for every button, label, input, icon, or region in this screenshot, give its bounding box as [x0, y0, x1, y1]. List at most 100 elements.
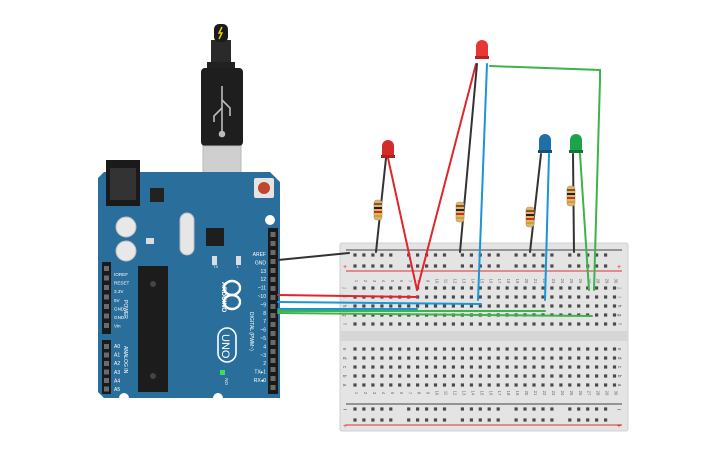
- breadboard-hole[interactable]: [595, 313, 599, 317]
- breadboard-hole[interactable]: [487, 374, 491, 378]
- breadboard-hole[interactable]: [451, 304, 455, 308]
- breadboard-hole[interactable]: [451, 295, 455, 299]
- breadboard-hole[interactable]: [362, 374, 366, 378]
- breadboard-hole[interactable]: [433, 356, 438, 360]
- breadboard-hole[interactable]: [451, 347, 455, 351]
- header-hole[interactable]: [270, 268, 276, 273]
- breadboard-hole[interactable]: [568, 264, 572, 268]
- breadboard-hole[interactable]: [496, 295, 500, 299]
- header-hole[interactable]: [270, 277, 276, 282]
- breadboard-hole[interactable]: [586, 383, 590, 387]
- breadboard-hole[interactable]: [478, 322, 482, 326]
- breadboard-hole[interactable]: [362, 365, 366, 369]
- breadboard-hole[interactable]: [389, 347, 393, 351]
- breadboard-hole[interactable]: [496, 286, 500, 290]
- header-hole[interactable]: [104, 378, 109, 383]
- breadboard-hole[interactable]: [586, 304, 590, 308]
- breadboard-hole[interactable]: [371, 322, 375, 326]
- breadboard-hole[interactable]: [532, 347, 536, 351]
- breadboard-hole[interactable]: [451, 383, 455, 387]
- breadboard-hole[interactable]: [407, 322, 411, 326]
- breadboard-hole[interactable]: [541, 407, 545, 411]
- breadboard-hole[interactable]: [442, 356, 447, 360]
- breadboard-hole[interactable]: [353, 322, 357, 326]
- breadboard-hole[interactable]: [559, 286, 563, 290]
- breadboard-hole[interactable]: [371, 347, 375, 351]
- header-hole[interactable]: [270, 376, 276, 381]
- breadboard-hole[interactable]: [487, 383, 491, 387]
- breadboard-hole[interactable]: [586, 295, 590, 299]
- breadboard-hole[interactable]: [371, 418, 375, 422]
- breadboard-hole[interactable]: [586, 365, 590, 369]
- breadboard-hole[interactable]: [514, 356, 518, 360]
- breadboard-hole[interactable]: [496, 253, 500, 257]
- breadboard-hole[interactable]: [541, 347, 545, 351]
- wire-pin8-green-b[interactable]: [277, 312, 593, 317]
- breadboard-hole[interactable]: [595, 322, 599, 326]
- breadboard-hole[interactable]: [612, 313, 617, 317]
- breadboard-hole[interactable]: [487, 286, 491, 290]
- breadboard-hole[interactable]: [407, 418, 411, 422]
- breadboard-hole[interactable]: [532, 383, 536, 387]
- breadboard-hole[interactable]: [514, 374, 518, 378]
- breadboard-hole[interactable]: [460, 295, 464, 299]
- breadboard-hole[interactable]: [487, 264, 491, 268]
- breadboard-hole[interactable]: [496, 407, 500, 411]
- breadboard-hole[interactable]: [496, 418, 500, 422]
- header-hole[interactable]: [104, 275, 109, 281]
- breadboard-hole[interactable]: [541, 374, 545, 378]
- breadboard-hole[interactable]: [389, 322, 393, 326]
- breadboard-hole[interactable]: [523, 347, 527, 351]
- breadboard-hole[interactable]: [442, 365, 447, 369]
- breadboard-hole[interactable]: [425, 286, 429, 290]
- breadboard-hole[interactable]: [353, 365, 357, 369]
- breadboard-hole[interactable]: [505, 295, 509, 299]
- breadboard-hole[interactable]: [568, 304, 572, 308]
- breadboard-hole[interactable]: [550, 322, 554, 326]
- breadboard-hole[interactable]: [541, 295, 545, 299]
- breadboard-hole[interactable]: [604, 322, 608, 326]
- breadboard-hole[interactable]: [577, 295, 581, 299]
- breadboard-hole[interactable]: [442, 264, 447, 268]
- breadboard-hole[interactable]: [541, 322, 545, 326]
- breadboard-hole[interactable]: [487, 356, 491, 360]
- breadboard-hole[interactable]: [612, 295, 617, 299]
- breadboard-hole[interactable]: [604, 356, 608, 360]
- breadboard-hole[interactable]: [442, 383, 447, 387]
- breadboard-hole[interactable]: [362, 383, 366, 387]
- breadboard-hole[interactable]: [425, 418, 429, 422]
- wire-red-jumper[interactable]: [416, 63, 477, 291]
- header-hole[interactable]: [270, 358, 276, 363]
- breadboard-hole[interactable]: [523, 365, 527, 369]
- breadboard-hole[interactable]: [460, 407, 464, 411]
- breadboard-hole[interactable]: [505, 365, 509, 369]
- breadboard-hole[interactable]: [371, 356, 375, 360]
- breadboard-hole[interactable]: [353, 347, 357, 351]
- breadboard-hole[interactable]: [460, 374, 464, 378]
- led-red-small[interactable]: [381, 140, 395, 158]
- header-hole[interactable]: [104, 352, 109, 358]
- breadboard-hole[interactable]: [371, 407, 375, 411]
- breadboard-hole[interactable]: [595, 264, 599, 268]
- breadboard-hole[interactable]: [577, 356, 581, 360]
- breadboard-hole[interactable]: [362, 313, 366, 317]
- breadboard-hole[interactable]: [514, 383, 518, 387]
- breadboard-hole[interactable]: [380, 383, 384, 387]
- breadboard-hole[interactable]: [407, 264, 411, 268]
- breadboard-hole[interactable]: [407, 407, 411, 411]
- breadboard-hole[interactable]: [577, 253, 581, 257]
- breadboard-hole[interactable]: [362, 407, 366, 411]
- breadboard-hole[interactable]: [380, 313, 384, 317]
- breadboard-hole[interactable]: [451, 365, 455, 369]
- breadboard-hole[interactable]: [505, 286, 509, 290]
- breadboard-hole[interactable]: [416, 383, 420, 387]
- breadboard-hole[interactable]: [514, 365, 518, 369]
- breadboard-hole[interactable]: [362, 286, 366, 290]
- breadboard-hole[interactable]: [416, 264, 420, 268]
- breadboard-hole[interactable]: [595, 407, 599, 411]
- breadboard-hole[interactable]: [568, 418, 572, 422]
- breadboard-hole[interactable]: [595, 418, 599, 422]
- breadboard-hole[interactable]: [469, 304, 473, 308]
- breadboard-hole[interactable]: [514, 304, 518, 308]
- breadboard-hole[interactable]: [416, 407, 420, 411]
